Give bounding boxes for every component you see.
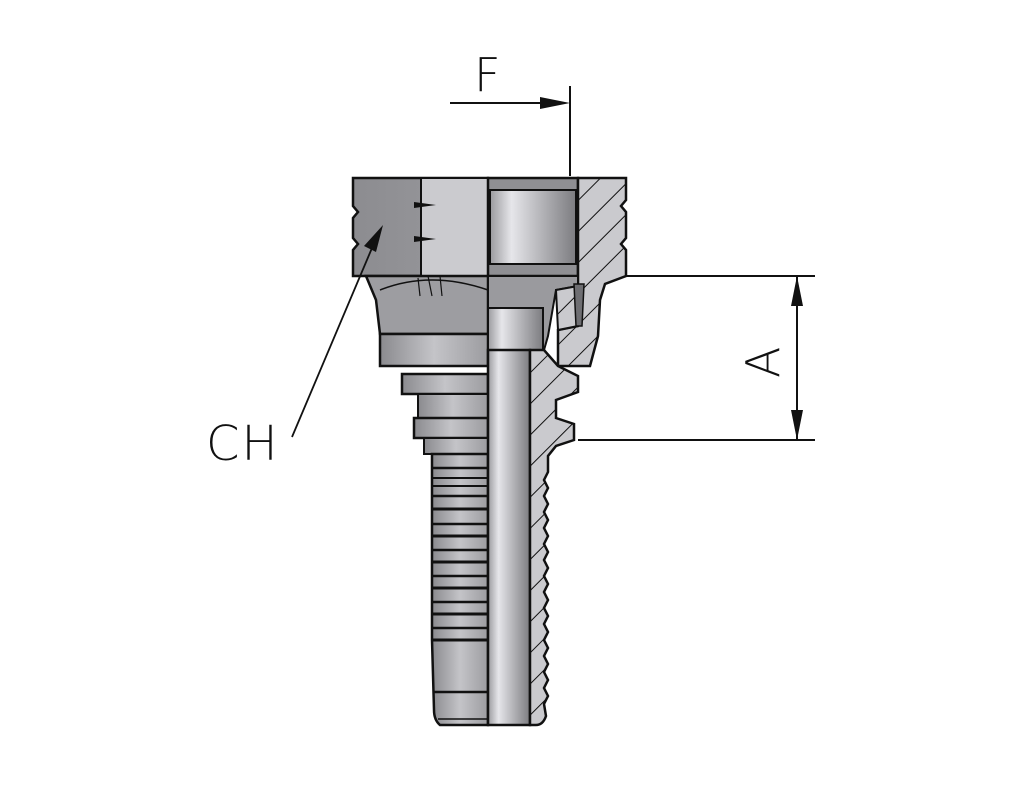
collars (400, 372, 490, 455)
dimension-label-a: A (736, 346, 790, 378)
dimension-label-ch: CH (206, 416, 280, 472)
hex-nut (351, 176, 490, 278)
leader-ch (291, 225, 383, 438)
dimension-f (450, 86, 571, 176)
nut-skirt (364, 274, 490, 368)
nut-bore (486, 176, 580, 278)
stem-outer (430, 452, 490, 727)
stem-section (528, 348, 580, 727)
dimension-label-f: F (474, 48, 501, 102)
stem-bore (486, 348, 532, 727)
dimension-a (578, 275, 815, 441)
